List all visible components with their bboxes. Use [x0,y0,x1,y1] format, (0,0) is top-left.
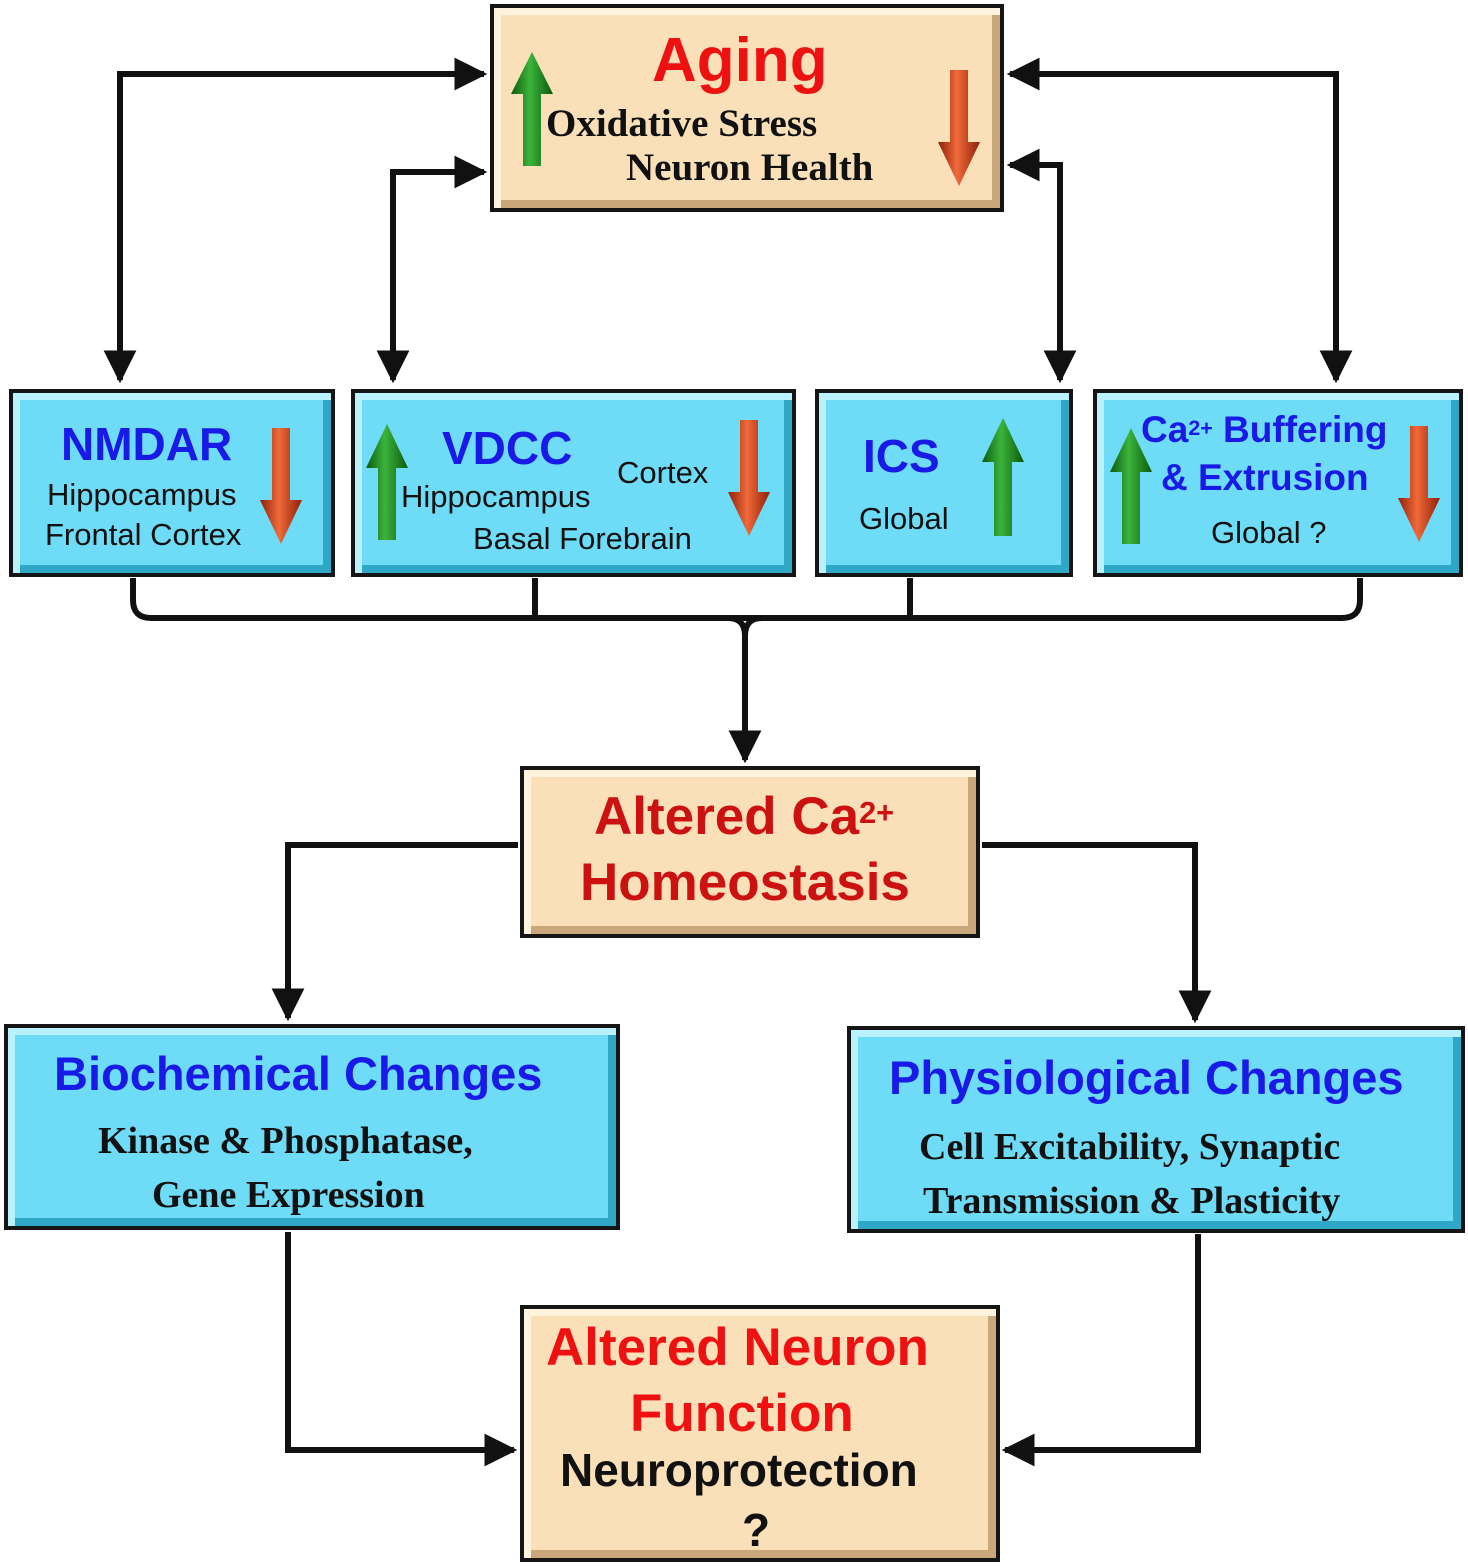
vdcc-title: VDCC [442,422,573,474]
neuron-health-label: Neuron Health [626,146,874,189]
nmdar-box: NMDAR Hippocampus Frontal Cortex [9,389,335,577]
physiological-line2: Transmission & Plasticity [923,1180,1341,1222]
physiological-box: Physiological Changes Cell Excitability,… [847,1026,1465,1233]
ics-box: ICS Global [815,389,1073,577]
connector-homeostasis-physiological [982,842,1212,1024]
ics-title: ICS [863,430,940,482]
connector-aging-buffering [1006,57,1353,384]
aging-title: Aging [652,26,828,95]
neuron-function-line2: Function [630,1384,854,1443]
nmdar-region-frontal-cortex: Frontal Cortex [45,517,242,552]
biochemical-title: Biochemical Changes [54,1047,543,1100]
buffering-region-global: Global ? [1211,515,1327,550]
connector-biochemical-function [285,1232,518,1467]
connector-physiological-function [1001,1234,1201,1467]
ics-region-global: Global [859,501,949,536]
nmdar-region-hippocampus: Hippocampus [47,477,237,512]
buffering-title: Ca2+ Buffering [1141,409,1388,450]
aging-box: Aging Oxidative Stress Neuron Health [490,4,1004,212]
physiological-line1: Cell Excitability, Synaptic [919,1126,1341,1168]
neuron-function-line1: Altered Neuron [546,1318,929,1377]
buffering-extrusion-label: & Extrusion [1161,457,1369,498]
homeostasis-line1: Altered Ca2+ [594,787,895,846]
connector-homeostasis-biochemical [271,842,518,1022]
connector-aging-vdcc [376,155,488,384]
biochemical-box: Biochemical Changes Kinase & Phosphatase… [4,1024,620,1230]
homeostasis-box: Altered Ca2+ Homeostasis [520,766,980,938]
homeostasis-line2: Homeostasis [580,853,910,912]
oxidative-stress-label: Oxidative Stress [546,102,818,145]
biochemical-line1: Kinase & Phosphatase, [98,1120,473,1162]
vdcc-box: VDCC Cortex Hippocampus Basal Forebrain [351,389,796,577]
neuron-function-box: Altered Neuron Function Neuroprotection … [520,1305,1000,1562]
connector-aging-ics [1006,148,1077,384]
vdcc-region-hippocampus: Hippocampus [401,479,591,514]
vdcc-region-basal-forebrain: Basal Forebrain [473,521,692,556]
buffering-box: Ca2+ Buffering & Extrusion Global ? [1093,389,1463,577]
vdcc-region-cortex: Cortex [617,455,709,490]
neuroprotection-question: ? [742,1504,771,1556]
neuroprotection-label: Neuroprotection [560,1444,918,1496]
physiological-title: Physiological Changes [889,1051,1404,1104]
bracket-collector [130,578,1363,621]
connector-aging-nmdar [103,57,488,384]
nmdar-title: NMDAR [61,418,233,470]
biochemical-line2: Gene Expression [152,1174,425,1216]
bracket-merge-curve [727,615,763,637]
